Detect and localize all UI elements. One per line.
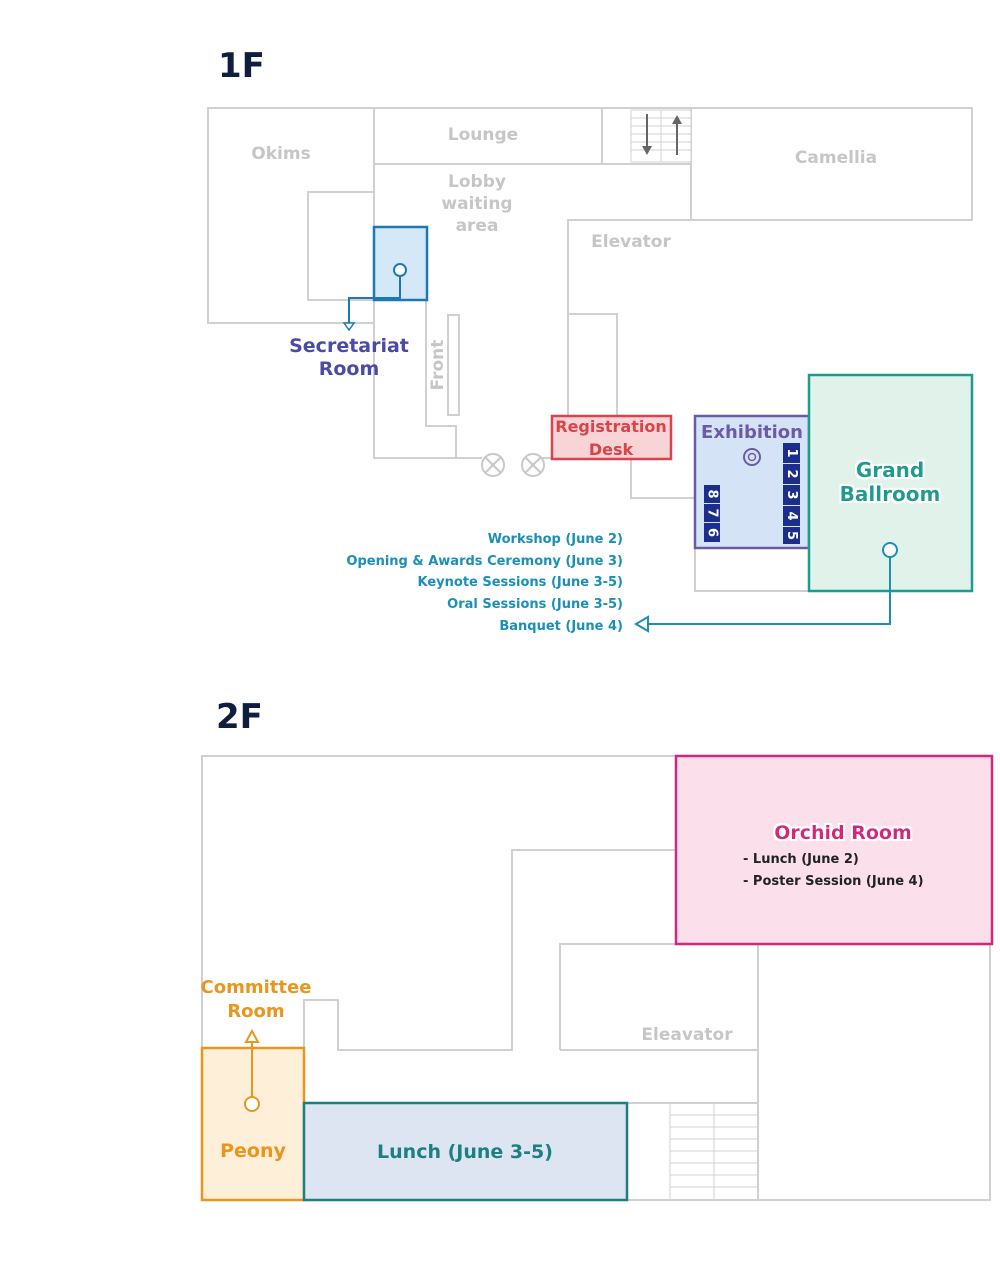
peony-room[interactable] [200, 1028, 306, 1202]
booth-8: 8 [704, 485, 720, 503]
elevator-2f-label: Eleavator [641, 1025, 733, 1045]
booth-6: 6 [704, 523, 720, 542]
floor-2-title: 2F [216, 697, 263, 737]
booth-label: 6 [705, 528, 720, 537]
registration-label-2: Desk [589, 440, 634, 459]
event-item: Opening & Awards Ceremony (June 3) [346, 554, 623, 569]
orchid-item: - Poster Session (June 4) [743, 874, 924, 889]
orchid-room[interactable] [674, 754, 994, 946]
booth-label: 1 [784, 448, 799, 457]
okims-label: Okims [251, 144, 310, 164]
event-item: Keynote Sessions (June 3-5) [418, 575, 624, 590]
booth-label: 3 [784, 490, 799, 499]
exhibition-label: Exhibition [701, 422, 803, 443]
committee-label-1: Committee [201, 977, 312, 998]
ballroom-events: Workshop (June 2) Opening & Awards Cerem… [346, 532, 623, 634]
exhibition-booths-right: 1 2 3 4 5 [783, 443, 800, 544]
floor-1-walls [207, 107, 973, 592]
booth-5: 5 [783, 527, 800, 544]
booth-2: 2 [783, 464, 800, 484]
secretariat-label-2: Room [319, 358, 380, 380]
lounge-label: Lounge [448, 125, 518, 145]
ballroom-label-1: Grand [856, 458, 924, 482]
secretariat-label-1: Secretariat [289, 335, 409, 357]
lobby-label-3: area [456, 216, 499, 236]
event-item: Banquet (June 4) [499, 619, 623, 634]
exhibition-booths-left: 8 7 6 [704, 485, 720, 542]
booth-1: 1 [783, 443, 800, 463]
peony-label: Peony [220, 1140, 286, 1162]
stairs-2f [669, 1103, 758, 1200]
lunch-room[interactable] [302, 1101, 629, 1202]
booth-3: 3 [783, 485, 800, 505]
registration-desk[interactable] [550, 414, 673, 461]
event-item: Workshop (June 2) [488, 532, 623, 547]
booth-label: 4 [784, 511, 799, 520]
lobby-label-2: waiting [441, 194, 512, 214]
lunch-label: Lunch (June 3-5) [377, 1141, 553, 1163]
booth-7: 7 [704, 504, 720, 522]
entrance-doors-1f [481, 453, 545, 477]
camellia-label: Camellia [795, 148, 877, 168]
ballroom-label-2: Ballroom [840, 482, 941, 506]
booth-label: 5 [784, 531, 799, 540]
grand-ballroom[interactable] [634, 373, 974, 633]
stairs-1f [630, 109, 692, 163]
booth-label: 8 [705, 489, 720, 498]
floor-1-title: 1F [218, 46, 265, 86]
committee-label-2: Room [227, 1001, 284, 1022]
booth-label: 7 [705, 508, 720, 517]
booth-label: 2 [784, 469, 799, 478]
secretariat-room[interactable] [342, 225, 429, 332]
lobby-label-1: Lobby [448, 172, 506, 192]
booth-4: 4 [783, 506, 800, 526]
orchid-room-label: Orchid Room [774, 822, 912, 844]
registration-label-1: Registration [555, 417, 666, 436]
event-item: Oral Sessions (June 3-5) [447, 597, 623, 612]
orchid-item: - Lunch (June 2) [743, 852, 859, 867]
front-desk-label: Front [428, 340, 448, 391]
elevator-1f-label: Elevator [591, 232, 671, 252]
